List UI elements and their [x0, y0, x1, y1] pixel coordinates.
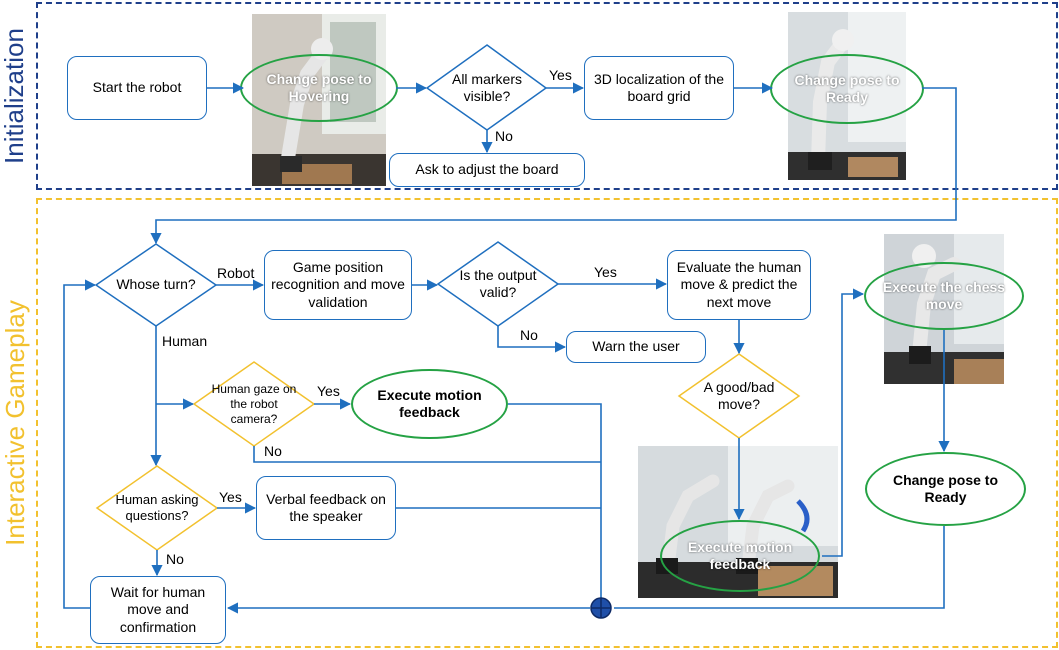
game-position-node: Game position recognition and move valid… [264, 250, 412, 320]
output-valid-node: Is the output valid? [459, 266, 537, 301]
execute-motion-feedback-2-node: Execute motion feedback [660, 520, 820, 592]
turn-robot-label: Robot [217, 265, 255, 281]
ask-adjust-board-node: Ask to adjust the board [389, 153, 585, 187]
initialization-section [36, 2, 1058, 190]
gaze-yes-label: Yes [317, 383, 340, 399]
wait-human-node: Wait for human move and confirmation [90, 576, 226, 644]
gameplay-section [36, 198, 1058, 648]
gaze-no-label: No [264, 443, 282, 459]
localization-3d-node: 3D localization of the board grid [584, 56, 734, 120]
whose-turn-node: Whose turn? [116, 276, 196, 293]
markers-no-label: No [495, 128, 513, 144]
valid-yes-label: Yes [594, 264, 617, 280]
evaluate-move-node: Evaluate the human move & predict the ne… [667, 250, 811, 320]
good-bad-move-node: A good/bad move? [703, 378, 775, 413]
change-pose-ready-init-node: Change pose to Ready [770, 54, 924, 124]
start-robot-node: Start the robot [67, 56, 207, 120]
all-markers-visible-node: All markers visible? [451, 70, 522, 105]
asking-yes-label: Yes [219, 489, 242, 505]
warn-user-node: Warn the user [566, 331, 706, 363]
execute-motion-feedback-1-node: Execute motion feedback [351, 369, 508, 439]
change-pose-ready-game-node: Change pose to Ready [865, 452, 1026, 526]
asking-no-label: No [166, 551, 184, 567]
human-asking-node: Human asking questions? [115, 491, 199, 523]
valid-no-label: No [520, 327, 538, 343]
human-gaze-node: Human gaze on the robot camera? [211, 381, 297, 426]
execute-chess-move-node: Execute the chess move [864, 262, 1024, 330]
verbal-feedback-node: Verbal feedback on the speaker [256, 476, 396, 540]
turn-human-label: Human [162, 333, 208, 349]
markers-yes-label: Yes [549, 67, 572, 83]
